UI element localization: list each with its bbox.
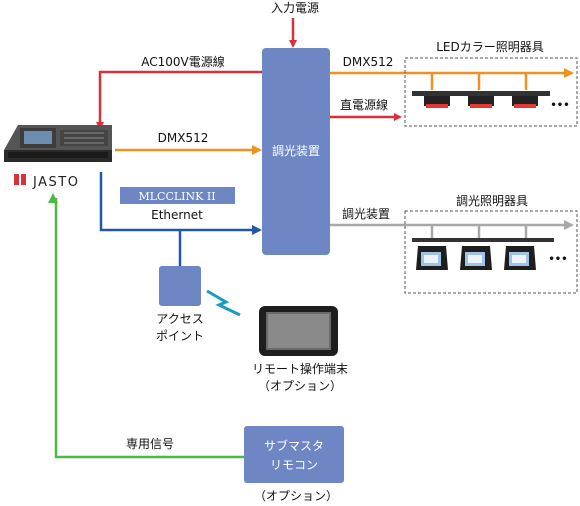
led-fixtures-label: LEDカラー照明器具 (436, 40, 544, 54)
remote-terminal-label-1: リモート操作端末 (252, 361, 348, 376)
access-point-box (159, 266, 201, 306)
sub-remote-option-label: （オプション） (254, 489, 338, 503)
lighting-console-icon (4, 125, 112, 162)
access-point-label-2: ポイント (156, 329, 204, 343)
remote-tablet-icon (259, 306, 338, 356)
dimmer-fixtures-group (404, 210, 578, 294)
mlcclink-badge (120, 187, 235, 204)
led-fixture (424, 96, 450, 108)
led-fixture (512, 96, 538, 108)
mlcclink-label: MLCCLINK II (138, 190, 215, 203)
spot-fixture (504, 246, 536, 270)
remote-terminal-label-2: （オプション） (258, 379, 342, 393)
jasto-logo: JASTO (14, 174, 79, 190)
dimmer-label: 調光装置 (272, 144, 320, 158)
dedicated-signal-line (48, 193, 244, 459)
spot-fixture (460, 246, 492, 270)
spot-fixture (416, 246, 448, 270)
led-rail (412, 73, 550, 96)
dedicated-signal-label: 専用信号 (126, 437, 174, 451)
ethernet-line (99, 172, 262, 235)
ethernet-label: Ethernet (151, 208, 203, 222)
ac-power-label: AC100V電源線 (141, 54, 225, 69)
spot-rail (412, 225, 554, 242)
sub-remote-label-1: サブマスタ (264, 438, 324, 453)
dc-power-label: 直電源線 (340, 97, 388, 112)
access-point-label-1: アクセス (156, 312, 203, 326)
dimmer-unit (262, 48, 330, 255)
power-input-label: 入力電源 (271, 1, 319, 15)
ac-power-line (96, 70, 262, 130)
led-more-ellipsis: ••• (550, 100, 569, 111)
dmx-top-label: DMX512 (343, 55, 394, 69)
spot-more-ellipsis: ••• (548, 254, 567, 265)
sub-remote-box (244, 426, 344, 483)
led-fixture (468, 96, 494, 108)
dimmer-out-label: 調光装置 (342, 207, 390, 221)
brand-label: JASTO (32, 175, 79, 190)
wireless-signal-icon (206, 289, 241, 317)
led-fixtures-group (404, 57, 578, 127)
sub-remote-label-2: リモコン (270, 458, 318, 472)
dimmer-fixtures-label: 調光照明器具 (456, 194, 528, 208)
dmx-console-label: DMX512 (158, 131, 209, 145)
